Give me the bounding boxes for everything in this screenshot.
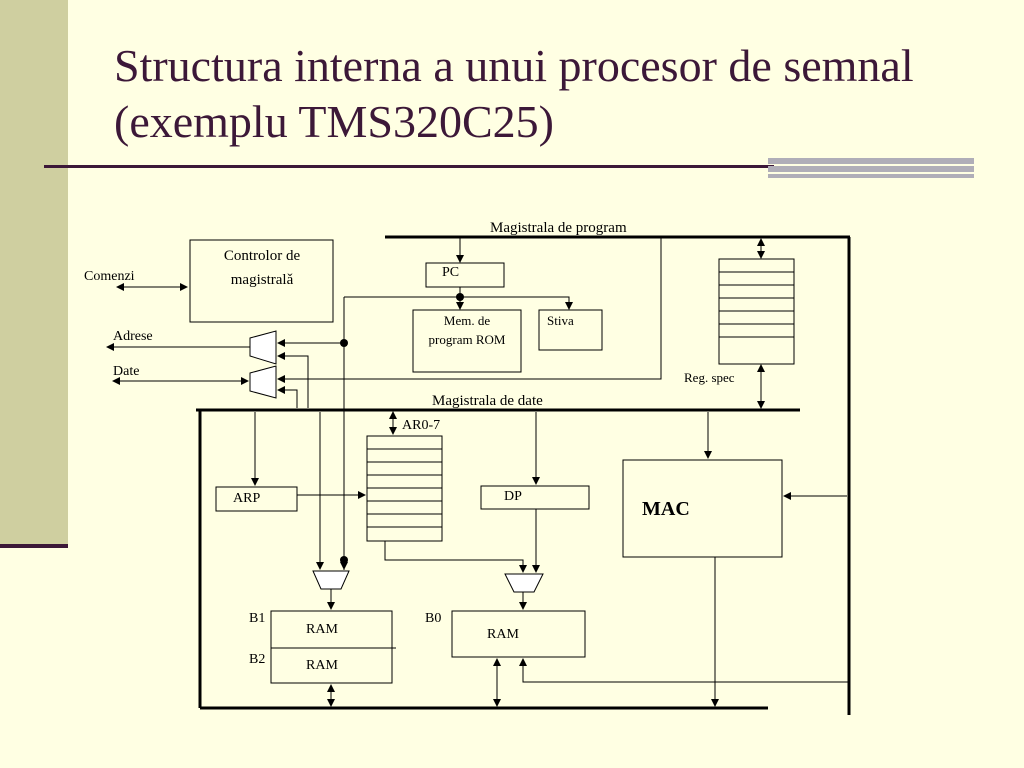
address-mux [249, 330, 277, 365]
left-decor-band [0, 0, 68, 548]
pc-box [425, 262, 505, 288]
bus-controller-box [189, 239, 334, 323]
bus-controller-label-1: Controlor de [224, 248, 301, 264]
data-label: Date [113, 364, 139, 379]
pc-to-stack [344, 296, 573, 310]
rom-label-1: Mem. de [444, 313, 490, 328]
junction-address [340, 339, 348, 347]
reg-spec-label: Reg. spec [684, 370, 735, 385]
data-bus-label: Magistrala de date [432, 393, 543, 409]
b1-label: B1 [249, 611, 265, 626]
data-bus-to-address-mux [277, 352, 309, 408]
addresses-label: Adrese [113, 329, 153, 344]
dp-box [480, 485, 590, 510]
left-decor-line [0, 544, 68, 548]
pc-label: PC [442, 265, 459, 280]
b2-label: B2 [249, 652, 265, 667]
arp-box [215, 486, 298, 512]
slide-title: Structura interna a unui procesor de sem… [114, 40, 914, 147]
ram-b1-label: RAM [306, 622, 338, 637]
data-mux [249, 365, 277, 399]
mac-box [622, 459, 783, 558]
stack-box [538, 309, 603, 351]
junction-ar [340, 556, 348, 564]
mac-label: MAC [642, 498, 690, 520]
ar-label: AR0-7 [402, 418, 440, 433]
ram-b0-mux [504, 573, 544, 593]
bus-lines [196, 235, 851, 715]
ram-b2-label: RAM [306, 658, 338, 673]
ram-b0-box [451, 610, 586, 658]
junction-pc [456, 293, 464, 301]
commands-label: Comenzi [84, 269, 135, 284]
ram-b0-label: RAM [487, 627, 519, 642]
rom-box [412, 309, 522, 373]
title-rule [44, 165, 774, 168]
reg-spec-rows [719, 271, 794, 338]
program-bus-label: Magistrala de program [490, 220, 627, 236]
ram-b1-b2-box [270, 610, 393, 684]
arp-label: ARP [233, 491, 260, 506]
rom-label-2: program ROM [429, 332, 506, 347]
ar-to-ram-b0-mux [384, 541, 527, 573]
dp-label: DP [504, 489, 522, 504]
right-bus-to-ram-b0 [519, 658, 849, 683]
ram-b1-mux [312, 570, 350, 590]
title-accent-bars [768, 158, 974, 178]
ar-register-rows [367, 448, 442, 528]
b0-label: B0 [425, 611, 441, 626]
stack-label: Stiva [547, 313, 574, 328]
data-bus-to-data-mux [277, 386, 298, 408]
bus-controller-label-2: magistralǎ [231, 272, 294, 288]
program-bus-to-data-mux [277, 237, 662, 383]
